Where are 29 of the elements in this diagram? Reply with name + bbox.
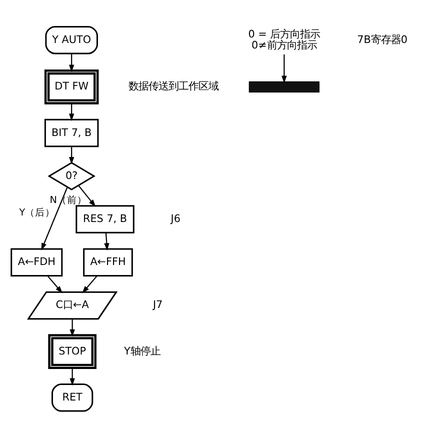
node-label: J6 (170, 212, 180, 224)
node-box: RES 7, B (76, 204, 134, 233)
arrow (68, 146, 74, 164)
arrow (104, 232, 110, 250)
node-box: Y AUTO (45, 25, 98, 54)
node-box: RET (52, 383, 94, 412)
label: 7B寄存器0 (357, 33, 408, 46)
edge-label: Y（后） (19, 206, 56, 218)
arrow (68, 103, 74, 121)
node-box: BIT 7, B (44, 118, 99, 147)
node-diamond: 0? (48, 161, 96, 190)
arrow (70, 318, 75, 336)
node-box: A←FFH (83, 248, 133, 276)
node-label: 数据传送到工作区域 (128, 80, 218, 92)
edge-label: N（前） (50, 194, 87, 206)
node-label: J7 (152, 298, 163, 311)
node-label: Y轴停止 (124, 344, 160, 357)
arrow (68, 53, 74, 72)
arrow (70, 368, 75, 386)
arrow (47, 274, 63, 293)
node-text: 0 = 后方向指示 0≠前方向指示 (248, 28, 320, 51)
node-box: A←FDH (10, 248, 63, 276)
arrow (41, 186, 68, 250)
arrow (282, 54, 287, 83)
node-box: DT FW (44, 68, 99, 104)
arrow (78, 184, 96, 206)
node-bar (248, 80, 320, 92)
node-box: STOP (48, 334, 96, 369)
arrow (82, 274, 98, 293)
